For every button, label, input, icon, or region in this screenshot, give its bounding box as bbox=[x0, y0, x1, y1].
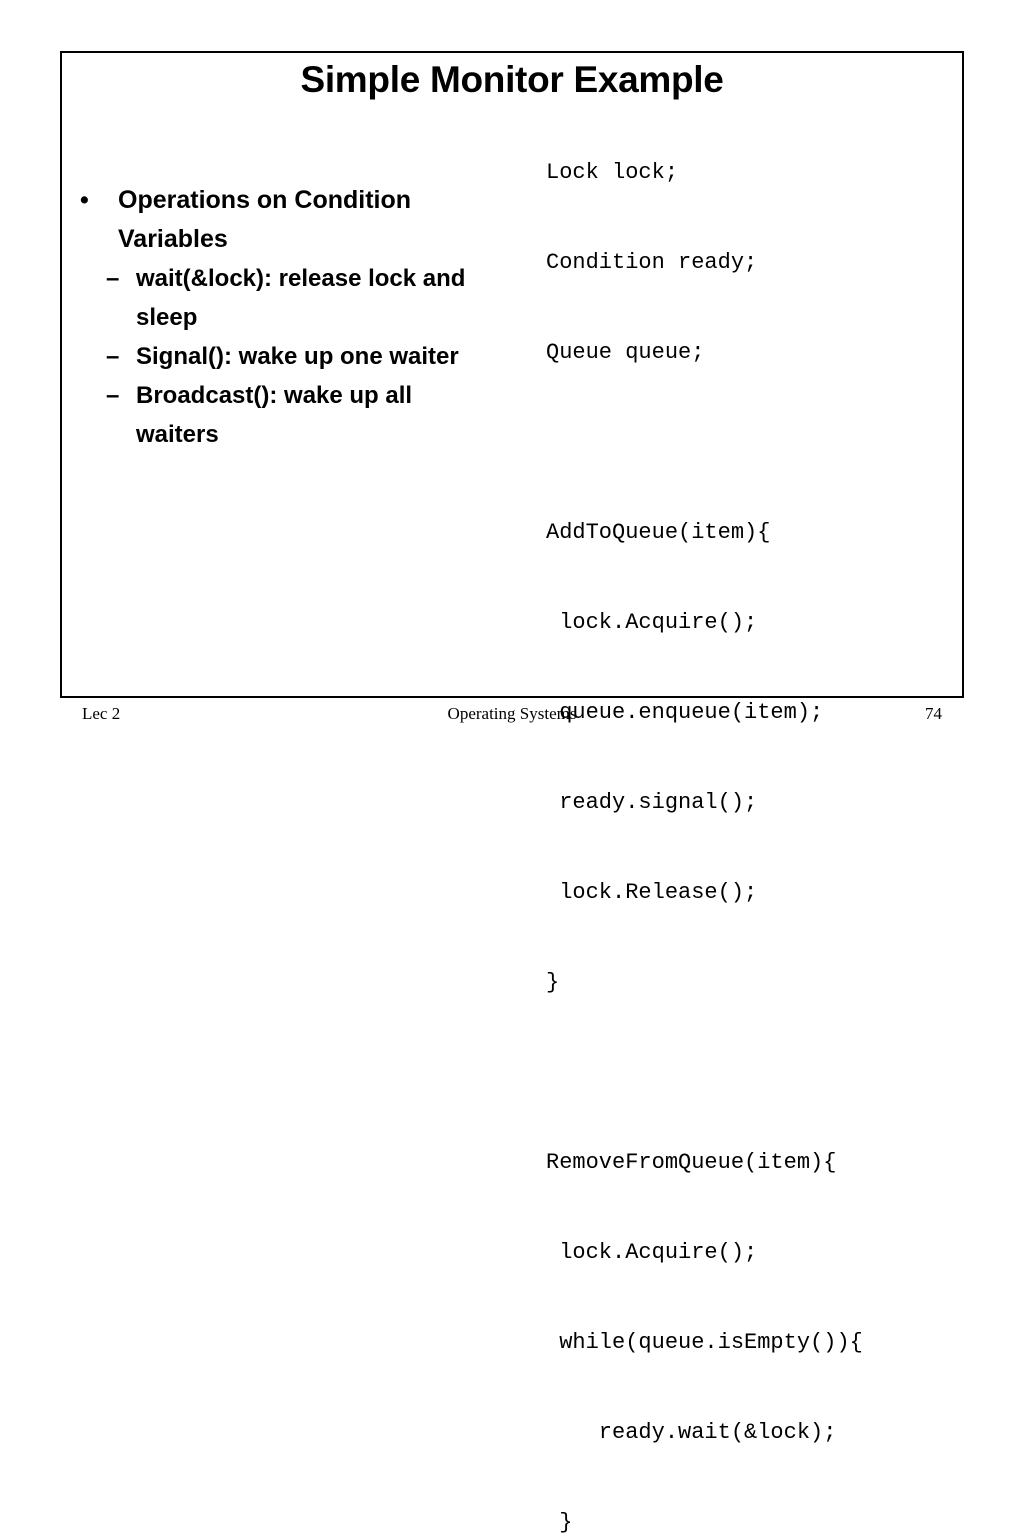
code-block: Lock lock; Condition ready; Queue queue;… bbox=[546, 98, 956, 1536]
code-line-blank bbox=[546, 428, 956, 458]
bullet-label-wait: wait(&lock): release lock and sleep bbox=[136, 265, 466, 331]
code-line: Queue queue; bbox=[546, 340, 705, 365]
bullet-list: • Operations on Condition Variables – wa… bbox=[68, 181, 488, 454]
bullet-item-wait: – wait(&lock): release lock and sleep bbox=[68, 259, 488, 337]
slide-frame: Simple Monitor Example • Operations on C… bbox=[60, 51, 964, 1535]
bullet-label-signal: Signal(): wake up one waiter bbox=[136, 343, 459, 370]
bullet-label-operations: Operations on Condition Variables bbox=[118, 186, 412, 253]
bullet-marker-dash-icon: – bbox=[106, 265, 120, 292]
code-line: Lock lock; bbox=[546, 160, 679, 185]
code-line: Condition ready; bbox=[546, 250, 758, 275]
footer-page-number: 74 bbox=[925, 704, 942, 723]
code-line: AddToQueue(item){ bbox=[546, 520, 771, 545]
footer-course-label: Operating Systems bbox=[447, 704, 577, 723]
page-title: Simple Monitor Example bbox=[300, 59, 724, 100]
code-line-blank bbox=[546, 1058, 956, 1088]
bullet-item-signal: – Signal(): wake up one waiter bbox=[68, 337, 488, 376]
code-line: ready.wait(&lock); bbox=[546, 1420, 837, 1445]
code-line: } bbox=[546, 1510, 573, 1535]
footer-lecture-label: Lec 2 bbox=[82, 704, 121, 723]
code-line: queue.enqueue(item); bbox=[546, 700, 824, 725]
bullet-label-broadcast: Broadcast(): wake up all waiters bbox=[136, 382, 413, 448]
bullet-marker-dash-icon: – bbox=[106, 343, 120, 370]
slide-footer: Lec 2 Operating Systems 74 bbox=[60, 704, 964, 734]
bullet-item-broadcast: – Broadcast(): wake up all waiters bbox=[68, 376, 488, 454]
code-line: lock.Release(); bbox=[546, 880, 758, 905]
code-line: lock.Acquire(); bbox=[546, 610, 758, 635]
bullet-item-operations: • Operations on Condition Variables bbox=[68, 181, 488, 259]
code-line: lock.Acquire(); bbox=[546, 1240, 758, 1265]
code-line: while(queue.isEmpty()){ bbox=[546, 1330, 863, 1355]
code-line: } bbox=[546, 970, 560, 995]
code-line: ready.signal(); bbox=[546, 790, 758, 815]
bullet-marker-dash-icon: – bbox=[106, 382, 120, 409]
code-line: RemoveFromQueue(item){ bbox=[546, 1150, 837, 1175]
bullet-marker-dot-icon: • bbox=[80, 186, 89, 214]
